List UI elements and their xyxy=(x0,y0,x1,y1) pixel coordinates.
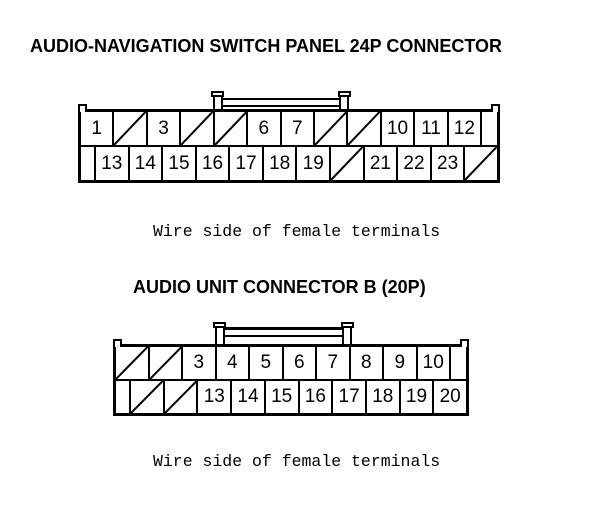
pin-cell-22: 22 xyxy=(398,147,432,180)
pin-cell-21: 21 xyxy=(365,147,399,180)
connector2-caption: Wire side of female terminals xyxy=(153,452,441,471)
pin-cell-13: 13 xyxy=(198,381,233,413)
unused-pin-cell xyxy=(315,112,349,145)
pin-cell-18: 18 xyxy=(264,147,298,180)
pin-cell-19: 19 xyxy=(401,381,435,413)
diagonal-slash-icon xyxy=(331,147,363,180)
pin-cell-11: 11 xyxy=(415,112,449,145)
unused-pin-cell xyxy=(331,147,365,180)
pin-cell-6: 6 xyxy=(248,112,282,145)
pin-cell-15: 15 xyxy=(163,147,197,180)
pin-cell-14: 14 xyxy=(130,147,164,180)
unused-pin-cell xyxy=(131,381,165,413)
unused-pin-cell xyxy=(114,112,148,145)
diagonal-slash-icon xyxy=(165,381,197,413)
pin-cell-17: 17 xyxy=(230,147,264,180)
pin-cell-6: 6 xyxy=(284,347,317,379)
pin-cell-7: 7 xyxy=(282,112,315,145)
unused-pin-cell xyxy=(165,381,199,413)
unused-pin-cell xyxy=(465,147,497,180)
pin-cell-19: 19 xyxy=(297,147,332,180)
pin-cell-5: 5 xyxy=(250,347,284,379)
connector2-title: AUDIO UNIT CONNECTOR B (20P) xyxy=(133,277,426,297)
edge-spacer-cell xyxy=(81,147,96,180)
pin-cell-14: 14 xyxy=(232,381,266,413)
unused-pin-cell xyxy=(181,112,215,145)
pin-cell-18: 18 xyxy=(367,381,401,413)
pin-cell-4: 4 xyxy=(217,347,250,379)
pin-cell-17: 17 xyxy=(333,381,367,413)
connector1-corner-lip-left xyxy=(78,104,87,112)
connector1-title: AUDIO-NAVIGATION SWITCH PANEL 24P CONNEC… xyxy=(30,36,503,56)
pin-cell-3: 3 xyxy=(183,347,217,379)
connector1-latch-cap-left xyxy=(211,91,224,97)
pin-cell-9: 9 xyxy=(384,347,418,379)
pin-cell-7: 7 xyxy=(317,347,351,379)
diagonal-slash-icon xyxy=(131,381,163,413)
connector2-latch-cap-left xyxy=(213,322,226,328)
diagonal-slash-icon xyxy=(114,112,145,145)
unused-pin-cell xyxy=(348,112,382,145)
connector1-caption: Wire side of female terminals xyxy=(153,222,441,241)
pin-cell-1: 1 xyxy=(81,112,115,145)
pin-cell-23: 23 xyxy=(432,147,466,180)
diagonal-slash-icon xyxy=(116,347,148,379)
connector2-latch-bar xyxy=(222,327,345,337)
diagonal-slash-icon xyxy=(215,112,246,145)
connector2-corner-lip-right xyxy=(460,339,469,347)
pin-cell-10: 10 xyxy=(418,347,451,379)
diagonal-slash-icon xyxy=(315,112,346,145)
pin-cell-15: 15 xyxy=(266,381,300,413)
diagonal-slash-icon xyxy=(465,147,497,180)
connector1-corner-lip-right xyxy=(491,104,500,112)
diagonal-slash-icon xyxy=(150,347,182,379)
unused-pin-cell xyxy=(150,347,183,379)
edge-spacer-cell xyxy=(451,347,466,379)
unused-pin-cell xyxy=(215,112,249,145)
connector2-latch-cap-right xyxy=(341,322,354,328)
connector1-latch-cap-right xyxy=(338,91,351,97)
pin-cell-12: 12 xyxy=(449,112,483,145)
pin-cell-8: 8 xyxy=(351,347,384,379)
connector2-corner-lip-left xyxy=(113,339,122,347)
edge-spacer-cell xyxy=(116,381,131,413)
diagonal-slash-icon xyxy=(348,112,379,145)
unused-pin-cell xyxy=(116,347,150,379)
pin-cell-13: 13 xyxy=(96,147,130,180)
pin-cell-16: 16 xyxy=(300,381,334,413)
pin-cell-20: 20 xyxy=(439,386,461,407)
pin-cell-16: 16 xyxy=(197,147,231,180)
pin-cell-3: 3 xyxy=(148,112,182,145)
edge-spacer-cell xyxy=(482,112,497,145)
connector1-latch-bar xyxy=(220,98,344,107)
pin-cell-10: 10 xyxy=(382,112,416,145)
diagonal-slash-icon xyxy=(181,112,212,145)
